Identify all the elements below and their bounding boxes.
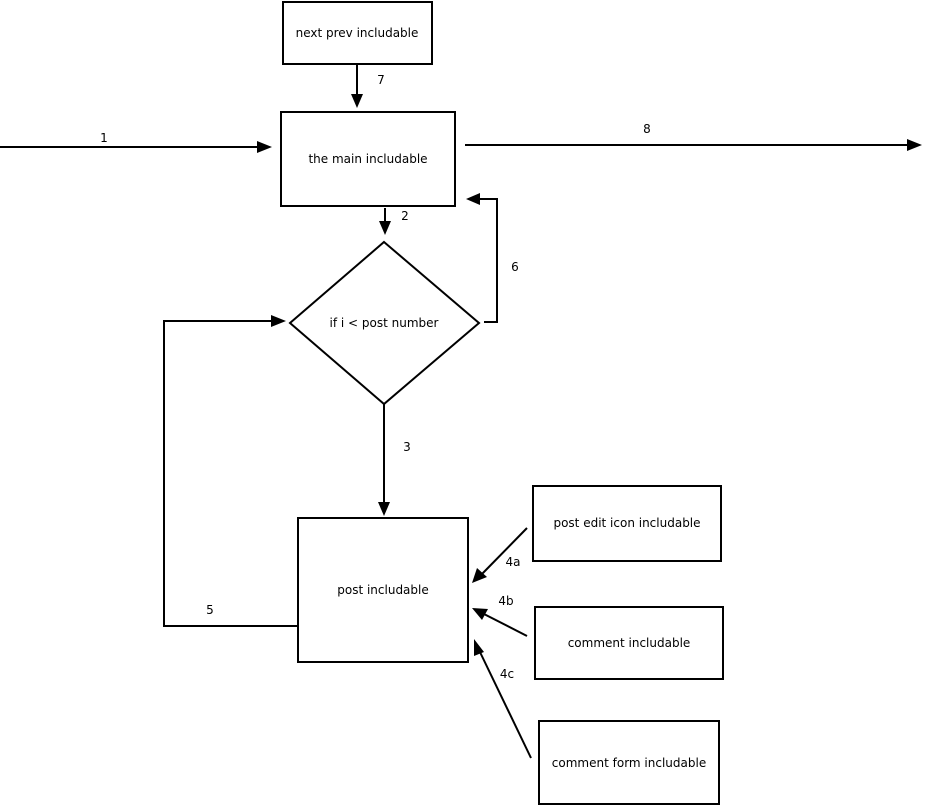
edge-1: 1 xyxy=(0,131,272,153)
edge-8-label: 8 xyxy=(643,122,651,136)
node-next-prev-label: next prev includable xyxy=(296,26,419,40)
node-comment-box xyxy=(534,606,724,680)
node-main-box xyxy=(280,111,456,207)
node-post-box xyxy=(297,517,469,663)
edge-2: 2 xyxy=(379,208,409,235)
node-decision-label: if i < post number xyxy=(330,316,439,330)
node-comment-label: comment includable xyxy=(568,636,691,650)
node-post-includable: post includable xyxy=(297,517,469,663)
node-decision: if i < post number xyxy=(288,240,481,406)
edge-2-label: 2 xyxy=(401,209,409,223)
edge-5-label: 5 xyxy=(206,603,214,617)
node-comment-form-box xyxy=(538,720,720,805)
edge-3: 3 xyxy=(378,404,411,516)
edge-7: 7 xyxy=(351,64,385,108)
edge-4b-arrowhead xyxy=(472,608,488,620)
edge-6-label: 6 xyxy=(511,260,519,274)
edge-8: 8 xyxy=(465,122,922,151)
edge-4a-label: 4a xyxy=(506,555,521,569)
edge-5-arrowhead xyxy=(271,315,286,327)
edge-6-arrowhead xyxy=(466,193,480,205)
node-comment-form-includable: comment form includable xyxy=(538,720,720,805)
edge-8-arrowhead xyxy=(907,139,922,151)
edge-7-arrowhead xyxy=(351,94,363,108)
edge-7-label: 7 xyxy=(377,73,385,87)
node-post-edit-icon-includable: post edit icon includable xyxy=(532,485,722,562)
edge-4a-arrowhead xyxy=(472,568,487,583)
edge-4a: 4a xyxy=(472,527,528,583)
edge-1-arrowhead xyxy=(257,141,272,153)
edge-3-label: 3 xyxy=(403,440,411,454)
node-main-includable: the main includable xyxy=(280,111,456,207)
node-next-prev-box xyxy=(282,1,433,65)
edge-6: 6 xyxy=(466,193,519,323)
node-next-prev-includable: next prev includable xyxy=(282,1,433,65)
edge-4c: 4c xyxy=(474,639,532,759)
node-comment-form-label: comment form includable xyxy=(552,756,706,770)
edge-4c-arrowhead xyxy=(474,639,484,656)
edge-4b-label: 4b xyxy=(498,594,513,608)
edge-4c-label: 4c xyxy=(500,667,514,681)
edge-2-arrowhead xyxy=(379,221,391,235)
node-post-edit-icon-label: post edit icon includable xyxy=(553,516,700,530)
edge-1-label: 1 xyxy=(100,131,108,145)
edge-5: 5 xyxy=(163,315,298,627)
node-main-label: the main includable xyxy=(308,152,427,166)
node-post-label: post includable xyxy=(337,583,429,597)
node-comment-includable: comment includable xyxy=(534,606,724,680)
edge-4b: 4b xyxy=(472,594,528,637)
node-post-edit-icon-box xyxy=(532,485,722,562)
edge-3-arrowhead xyxy=(378,502,390,516)
